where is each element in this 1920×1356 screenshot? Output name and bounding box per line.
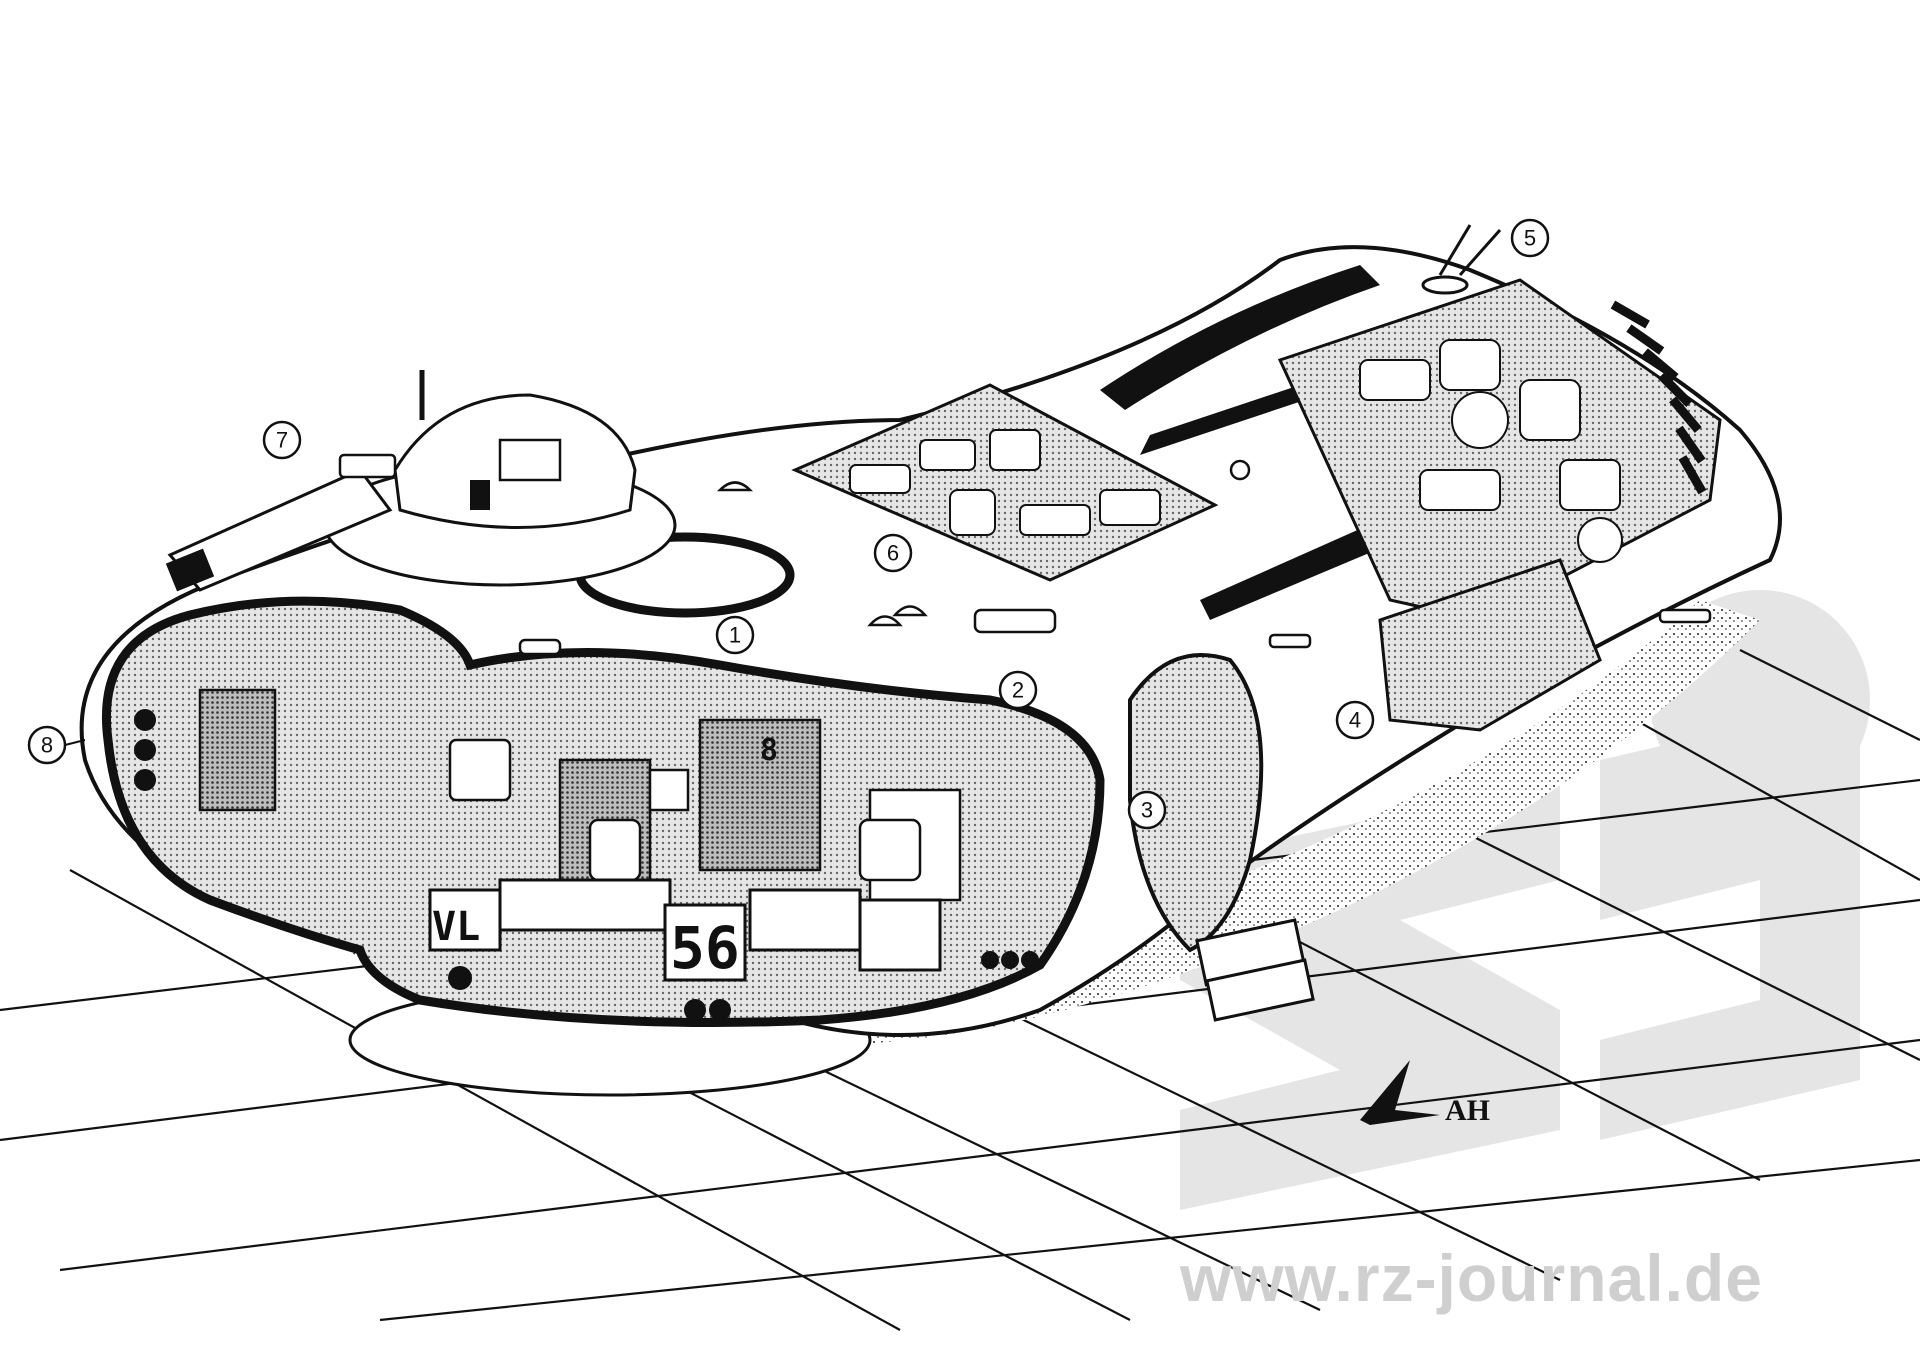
door-step-lower	[1205, 958, 1315, 1022]
callout-6: 6	[873, 533, 913, 573]
callout-1-text: 1	[729, 623, 741, 648]
console-top-number: 8	[760, 733, 778, 768]
rear-compartment-machinery	[1359, 339, 1623, 563]
callout-2: 2	[998, 670, 1038, 710]
callout-8: 8	[27, 725, 86, 765]
callout-7-text: 7	[276, 428, 288, 453]
rear-antenna	[1421, 224, 1502, 295]
callout-4-text: 4	[1349, 708, 1361, 733]
signature-text: AH	[1445, 1094, 1490, 1127]
callout-2-text: 2	[1012, 678, 1024, 703]
console-number: 56	[670, 914, 740, 982]
callout-7: 7	[262, 420, 302, 460]
front-console	[428, 878, 1039, 1021]
rear-vent-grille	[1610, 300, 1707, 495]
gun-turret	[165, 370, 677, 592]
rear-door-frame	[1128, 653, 1264, 953]
side-compartment-opening	[1378, 558, 1602, 732]
watermark-url: www.rz-journal.de	[1180, 1241, 1763, 1315]
callout-3-text: 3	[1141, 798, 1153, 823]
hull-stripe-hook	[1140, 375, 1400, 620]
top-compartment-opening	[791, 383, 1219, 582]
callout-5-text: 5	[1524, 226, 1536, 251]
callout-4: 4	[1335, 700, 1375, 740]
hull-bumps	[518, 459, 1712, 656]
callout-5: 5	[1510, 218, 1550, 258]
top-compartment-equipment	[849, 429, 1161, 536]
callout-8-text: 8	[41, 733, 53, 758]
callout-1: 1	[715, 615, 755, 655]
console-letters: VL	[432, 904, 480, 950]
artist-signature: AH	[1360, 1060, 1490, 1127]
hull-stripe-long	[1100, 265, 1380, 410]
callout-6-text: 6	[887, 541, 899, 566]
cockpit-equipment	[198, 688, 962, 902]
callout-3: 3	[1127, 790, 1167, 830]
cockpit-side-lights	[134, 709, 156, 791]
